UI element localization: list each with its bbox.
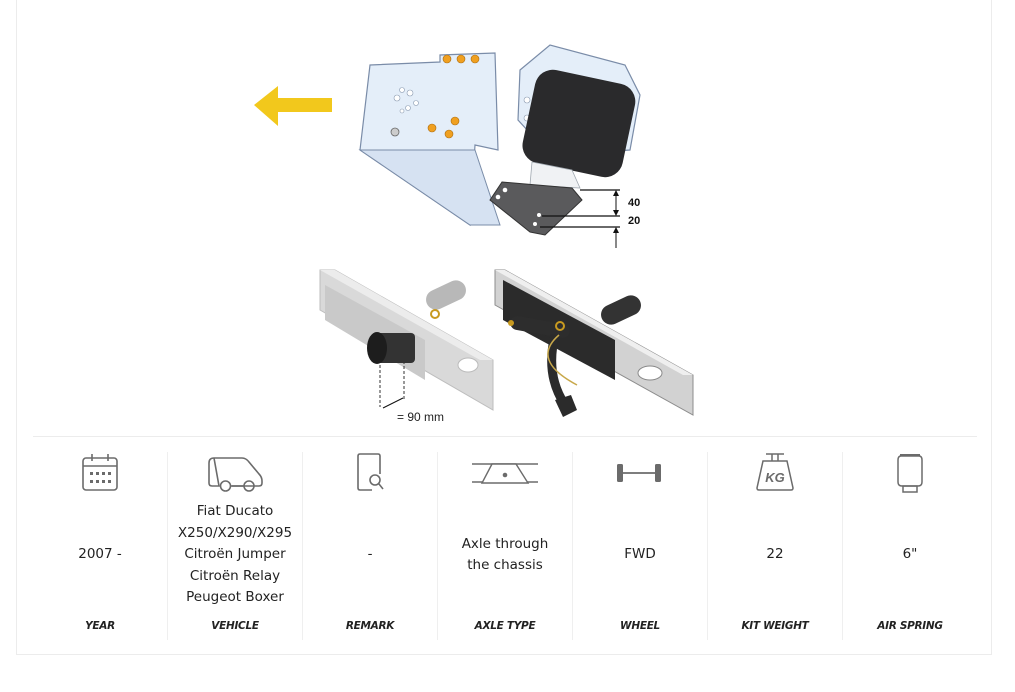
spec-remark: - REMARK <box>302 452 437 640</box>
air-spring-bracket-diagram: 40 20 <box>250 40 660 255</box>
measurement-label: = 90 mm <box>397 410 444 424</box>
spec-air-spring: 6" AIR SPRING <box>842 452 977 640</box>
spec-vehicle: Fiat Ducato X250/X290/X295 Citroën Jumpe… <box>167 452 302 640</box>
spec-label: REMARK <box>345 620 395 632</box>
calendar-icon <box>33 452 167 496</box>
spec-value: - <box>367 546 373 563</box>
spec-label: KIT WEIGHT <box>741 620 809 632</box>
spec-value: 22 <box>766 546 784 563</box>
spec-year: 2007 - YEAR <box>33 452 167 640</box>
spec-axle-type: Axle through the chassis AXLE TYPE <box>437 452 572 640</box>
svg-text:KG: KG <box>765 470 785 485</box>
spec-wheel: FWD WHEEL <box>572 452 707 640</box>
air-spring-icon <box>843 452 977 496</box>
kg-weight-icon: KG <box>708 452 842 496</box>
chassis-mounting-diagram: = 90 mm <box>315 265 705 425</box>
spec-label: AIR SPRING <box>877 620 943 632</box>
section-divider <box>33 436 977 437</box>
spec-value: Axle through the chassis <box>461 535 549 574</box>
dimension-40: 40 <box>628 197 640 209</box>
spec-label: VEHICLE <box>211 620 259 632</box>
spec-value: FWD <box>624 546 656 563</box>
axle-chassis-icon <box>438 452 572 496</box>
van-icon <box>168 452 302 496</box>
dimension-20: 20 <box>628 215 640 227</box>
document-search-icon <box>303 452 437 496</box>
spec-value: 6" <box>902 546 918 563</box>
spec-label: AXLE TYPE <box>474 620 536 632</box>
spec-label: WHEEL <box>620 620 660 632</box>
product-spec-card <box>16 0 992 655</box>
spec-value: 2007 - <box>78 546 122 563</box>
spec-kit-weight: KG 22 KIT WEIGHT <box>707 452 842 640</box>
spec-value: Fiat Ducato X250/X290/X295 Citroën Jumpe… <box>177 503 293 606</box>
arrow-left-icon <box>254 86 332 126</box>
spec-label: YEAR <box>85 620 115 632</box>
axle-wheels-icon <box>573 452 707 496</box>
specifications-row: 2007 - YEAR Fiat Ducato X250/X290/X295 C… <box>33 452 977 640</box>
